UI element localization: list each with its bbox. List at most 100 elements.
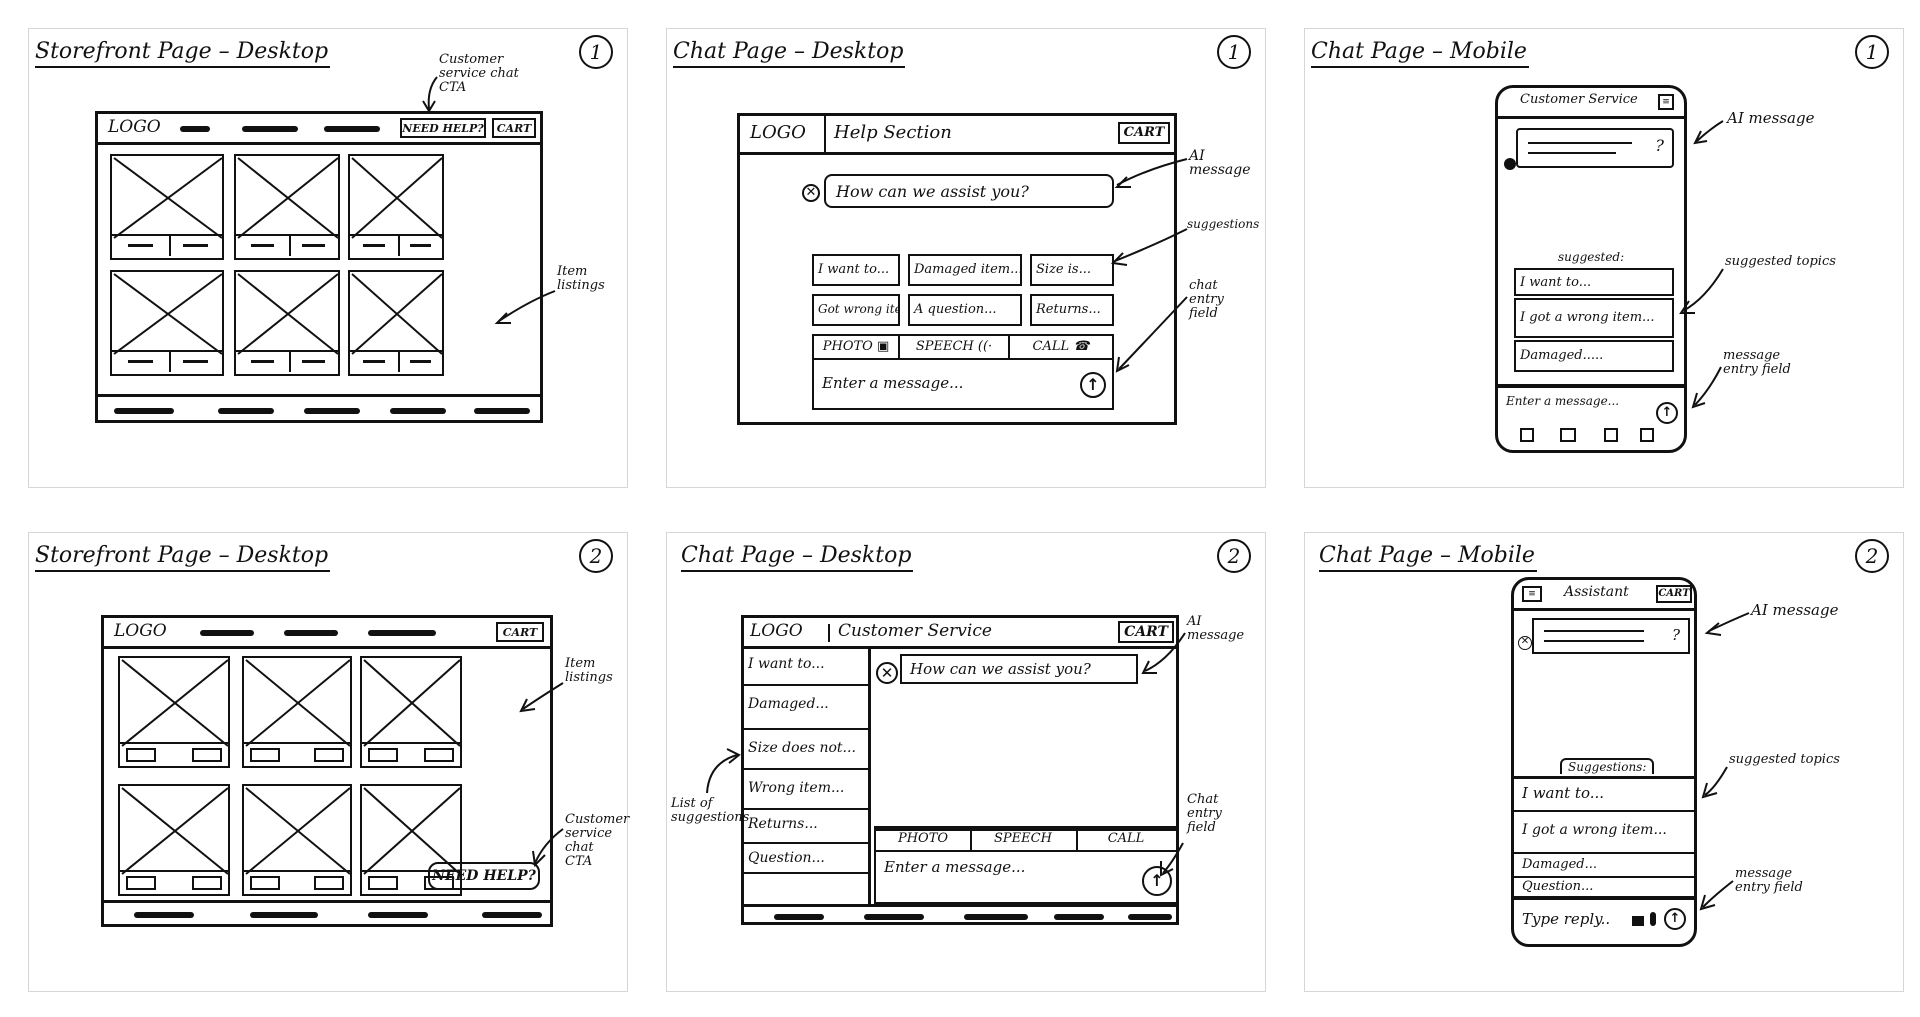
message-input[interactable]: Enter a message... xyxy=(1506,394,1620,408)
annotation-list-of-suggestions: List of suggestions xyxy=(671,796,750,825)
microphone-icon[interactable] xyxy=(1604,428,1618,442)
microphone-icon[interactable] xyxy=(1650,912,1656,926)
footer-link[interactable] xyxy=(964,914,1028,920)
nav-link[interactable] xyxy=(284,630,338,636)
photo-button[interactable]: PHOTO xyxy=(876,830,972,852)
footer-link[interactable] xyxy=(304,408,360,414)
suggested-topic[interactable]: I got a wrong item... xyxy=(1514,298,1674,338)
suggested-topic[interactable]: I got a wrong item... xyxy=(1514,814,1694,854)
message-input[interactable]: Enter a message... xyxy=(822,374,964,392)
header-title: Assistant xyxy=(1564,584,1629,600)
chat-frame: LOGO Help Section CART ✕ How can we assi… xyxy=(737,113,1177,425)
speech-button[interactable]: SPEECH xyxy=(970,830,1078,852)
image-placeholder-icon xyxy=(363,659,461,747)
header-divider xyxy=(828,624,830,642)
close-icon[interactable]: ✕ xyxy=(1518,636,1532,650)
item-listing-card[interactable] xyxy=(242,656,352,768)
footer-link[interactable] xyxy=(1128,914,1172,920)
suggestion-button[interactable]: Size is... xyxy=(1030,254,1114,286)
footer-link[interactable] xyxy=(134,912,194,918)
footer-divider xyxy=(398,352,400,372)
message-input[interactable]: Enter a message... xyxy=(884,858,1026,876)
item-listing-card[interactable] xyxy=(348,270,444,376)
send-arrow-icon[interactable]: ↑ xyxy=(1080,372,1106,398)
item-listing-card[interactable] xyxy=(110,154,224,260)
send-arrow-icon[interactable]: ↑ xyxy=(1656,402,1678,424)
phone-icon[interactable] xyxy=(1640,428,1654,442)
camera-icon[interactable] xyxy=(1560,428,1576,442)
footer-link[interactable] xyxy=(250,912,318,918)
suggested-topic[interactable]: Damaged... xyxy=(1514,856,1694,878)
need-help-button[interactable]: NEED HELP? xyxy=(400,118,486,138)
suggestion-list-item[interactable]: I want to... xyxy=(744,646,868,686)
suggestion-list-item[interactable]: Returns... xyxy=(744,810,868,844)
header-title: Customer Service xyxy=(838,621,992,641)
footer-divider xyxy=(169,352,171,372)
call-button[interactable]: CALL ☎ xyxy=(1008,334,1114,360)
suggestion-button[interactable]: I want to... xyxy=(812,254,900,286)
image-placeholder-icon xyxy=(113,273,223,355)
item-listing-card[interactable] xyxy=(360,656,462,768)
add-line xyxy=(182,244,208,247)
header-divider xyxy=(824,116,826,152)
price-tag xyxy=(368,748,398,762)
suggested-topic[interactable]: Damaged..... xyxy=(1514,340,1674,372)
menu-icon[interactable]: ≡ xyxy=(1658,94,1674,110)
phone-icon: ☎ xyxy=(1073,339,1090,354)
cart-button[interactable]: CART xyxy=(492,118,536,138)
item-listing-card[interactable] xyxy=(348,154,444,260)
panel-chat-mobile-2: Chat Page – Mobile 2 ≡ Assistant CART ? … xyxy=(1304,532,1904,992)
item-card-footer xyxy=(120,870,228,894)
footer-link[interactable] xyxy=(474,408,530,414)
footer-link[interactable] xyxy=(368,912,428,918)
image-icon[interactable] xyxy=(1520,428,1534,442)
footer-link[interactable] xyxy=(482,912,542,918)
suggestion-button[interactable]: Damaged item... xyxy=(908,254,1022,286)
photo-button[interactable]: PHOTO ▣ xyxy=(812,334,900,360)
suggestion-list-item[interactable]: Damaged... xyxy=(744,686,868,730)
nav-link[interactable] xyxy=(200,630,254,636)
suggestion-list-item[interactable]: Wrong item... xyxy=(744,770,868,810)
nav-link[interactable] xyxy=(324,126,380,132)
footer-link[interactable] xyxy=(1054,914,1104,920)
close-icon[interactable]: ✕ xyxy=(802,184,820,202)
panel-storefront-desktop-1: Storefront Page – Desktop 1 LOGO NEED HE… xyxy=(28,28,628,488)
item-listing-card[interactable] xyxy=(118,656,230,768)
speech-button[interactable]: SPEECH ((· xyxy=(898,334,1010,360)
suggestion-button[interactable]: A question... xyxy=(908,294,1022,326)
suggested-topic[interactable]: Question... xyxy=(1514,878,1694,900)
send-arrow-icon[interactable]: ↑ xyxy=(1142,866,1172,896)
call-button[interactable]: CALL xyxy=(1076,830,1176,852)
item-listing-card[interactable] xyxy=(242,784,352,896)
nav-link[interactable] xyxy=(368,630,436,636)
suggested-topic[interactable]: I want to... xyxy=(1514,778,1694,812)
footer-link[interactable] xyxy=(390,408,446,414)
cart-button[interactable]: CART xyxy=(1656,585,1692,603)
call-label: CALL xyxy=(1032,339,1070,354)
reply-input[interactable]: Type reply.. xyxy=(1522,910,1611,928)
suggestion-list-item[interactable]: Size does not... xyxy=(744,730,868,770)
item-listing-card[interactable] xyxy=(110,270,224,376)
item-listing-card[interactable] xyxy=(360,784,462,896)
footer-link[interactable] xyxy=(864,914,924,920)
nav-link[interactable] xyxy=(180,126,210,132)
cart-button[interactable]: CART xyxy=(1118,122,1170,144)
camera-icon[interactable] xyxy=(1632,916,1644,926)
menu-icon[interactable]: ≡ xyxy=(1522,586,1542,602)
suggestion-button[interactable]: Got wrong item xyxy=(812,294,900,326)
item-listing-card[interactable] xyxy=(118,784,230,896)
cart-button[interactable]: CART xyxy=(1118,621,1174,643)
cart-button[interactable]: CART xyxy=(496,622,544,642)
image-placeholder-icon xyxy=(363,787,461,875)
suggestion-list-item[interactable]: Question... xyxy=(744,844,868,874)
item-listing-card[interactable] xyxy=(234,154,340,260)
close-icon[interactable]: ✕ xyxy=(876,662,898,684)
suggestion-button[interactable]: Returns... xyxy=(1030,294,1114,326)
nav-link[interactable] xyxy=(242,126,298,132)
send-arrow-icon[interactable]: ↑ xyxy=(1664,908,1686,930)
item-listing-card[interactable] xyxy=(234,270,340,376)
footer-link[interactable] xyxy=(218,408,274,414)
footer-link[interactable] xyxy=(114,408,174,414)
footer-link[interactable] xyxy=(774,914,824,920)
suggested-topic[interactable]: I want to... xyxy=(1514,268,1674,296)
